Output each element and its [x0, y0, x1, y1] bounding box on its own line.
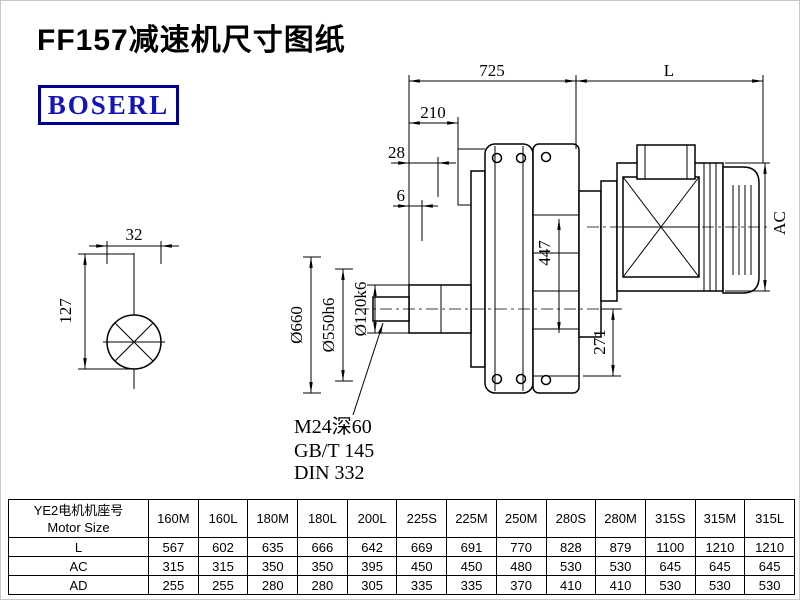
cell: 691	[446, 537, 497, 557]
cell: 255	[197, 575, 249, 595]
cell: 770	[495, 537, 547, 557]
cell: 645	[694, 556, 746, 576]
motor-size-label-cn: YE2电机机座号	[33, 502, 124, 518]
dim-label-210: 210	[420, 103, 446, 122]
dia-label-550: Ø550h6	[319, 298, 338, 353]
cell: 530	[694, 575, 746, 595]
cell: 410	[545, 575, 597, 595]
col-header: 180M	[247, 499, 299, 538]
row-label: AD	[8, 575, 149, 595]
cell: 645	[744, 556, 795, 576]
dim-label-725: 725	[479, 61, 505, 80]
col-header-motor-size: YE2电机机座号 Motor Size	[8, 499, 149, 538]
cell: 530	[595, 556, 646, 576]
cell: 642	[346, 537, 398, 557]
motor-dimension-table: YE2电机机座号 Motor Size 160M 160L 180M 180L …	[8, 499, 795, 595]
cell: 1100	[644, 537, 696, 557]
cell: 1210	[744, 537, 795, 557]
col-header: 225M	[446, 499, 497, 538]
table-row-AC: AC 315 315 350 350 395 450 450 480 530 5…	[8, 556, 795, 576]
col-header: 160L	[197, 499, 249, 538]
col-header: 200L	[346, 499, 398, 538]
dia-label-660: Ø660	[287, 306, 306, 344]
col-header: 160M	[148, 499, 199, 538]
cell: 410	[595, 575, 646, 595]
cell: 350	[247, 556, 299, 576]
dim-label-32: 32	[126, 225, 143, 244]
cell: 370	[495, 575, 547, 595]
dia-label-120: Ø120k6	[351, 282, 370, 337]
cell: 450	[446, 556, 497, 576]
cell: 350	[297, 556, 348, 576]
note-gb-standard: GB/T 145	[294, 440, 374, 462]
table-header-row: YE2电机机座号 Motor Size 160M 160L 180M 180L …	[8, 499, 795, 538]
row-label: AC	[8, 556, 149, 576]
brand-logo: BOSERL	[38, 85, 179, 125]
col-header: 280S	[545, 499, 597, 538]
cell: 1210	[694, 537, 746, 557]
cell: 567	[148, 537, 199, 557]
cell: 669	[396, 537, 448, 557]
cell: 335	[446, 575, 497, 595]
col-header: 180L	[297, 499, 348, 538]
note-din-standard: DIN 332	[294, 462, 365, 484]
cell: 530	[545, 556, 597, 576]
cell: 530	[644, 575, 696, 595]
cell: 480	[495, 556, 547, 576]
note-thread: M24深60	[294, 415, 372, 438]
cell: 635	[247, 537, 299, 557]
cell: 602	[197, 537, 249, 557]
motor-size-label-en: Motor Size	[47, 519, 110, 535]
dim-label-L: L	[664, 61, 674, 80]
dim-label-447: 447	[535, 240, 554, 266]
table-row-L: L 567 602 635 666 642 669 691 770 828 87…	[8, 537, 795, 557]
col-header: 315M	[694, 499, 746, 538]
shaft-end-view: 32 127	[56, 225, 179, 389]
brand-logo-text: BOSERL	[47, 89, 170, 120]
dimensions: 725 L 210 28 6 447 271	[287, 61, 789, 484]
table-row-AD: AD 255 255 280 280 305 335 335 370 410 4…	[8, 575, 795, 595]
page-title: FF157减速机尺寸图纸	[37, 24, 346, 57]
dim-label-28: 28	[388, 143, 405, 162]
cell: 879	[595, 537, 646, 557]
dim-label-AC: AC	[770, 211, 789, 235]
cell: 395	[346, 556, 398, 576]
dim-label-6: 6	[397, 186, 406, 205]
row-label: L	[8, 537, 149, 557]
cell: 666	[297, 537, 348, 557]
cell: 828	[545, 537, 597, 557]
cell: 315	[148, 556, 199, 576]
cell: 305	[346, 575, 398, 595]
dim-label-271: 271	[590, 329, 609, 355]
cell: 645	[644, 556, 696, 576]
dim-label-127: 127	[56, 298, 75, 324]
col-header: 315S	[644, 499, 696, 538]
col-header: 225S	[396, 499, 448, 538]
cell: 335	[396, 575, 448, 595]
col-header: 250M	[495, 499, 547, 538]
cell: 530	[744, 575, 795, 595]
cell: 255	[148, 575, 199, 595]
col-header: 280M	[595, 499, 646, 538]
cell: 315	[197, 556, 249, 576]
col-header: 315L	[744, 499, 795, 538]
cell: 280	[297, 575, 348, 595]
reducer-side-view	[357, 143, 771, 394]
cell: 450	[396, 556, 448, 576]
cell: 280	[247, 575, 299, 595]
technical-drawing: 32 127	[56, 61, 789, 484]
